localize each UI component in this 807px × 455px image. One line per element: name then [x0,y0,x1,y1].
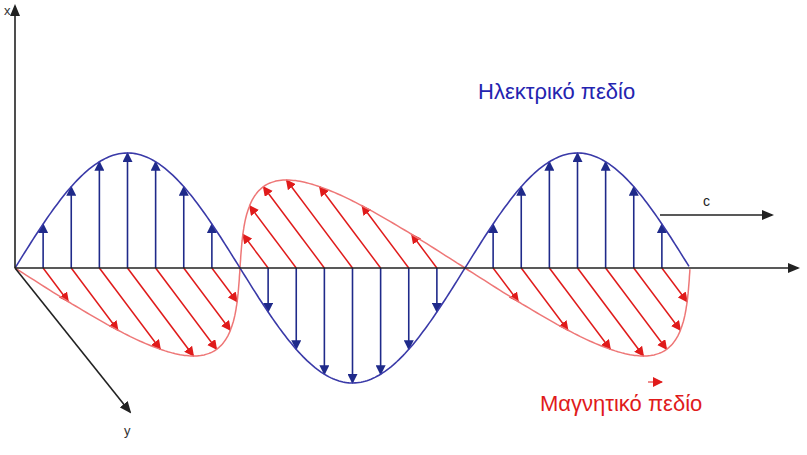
electric-vector [549,162,551,268]
magnetic-vector [128,268,194,356]
magnetic-vector [212,268,237,302]
x-axis [14,6,16,268]
electric-vector [155,162,157,268]
magnetic-vector [71,268,118,330]
magnetic-vector [578,268,644,356]
magnetic-vector [521,268,568,330]
magnetic-vector [287,180,353,268]
magnetic-vector [184,268,231,330]
velocity-arrow [660,214,772,216]
magnetic-vector [606,268,667,349]
electric-vector [99,162,101,268]
axis-label: y [124,424,131,438]
electric-vector [70,187,72,268]
magnetic-vector [250,206,297,268]
magnetic-vector [156,268,217,349]
field-label: Μαγνητικό πεδίο [540,392,702,416]
electric-vector [211,224,213,268]
electric-vector [324,268,326,374]
electric-vector [295,268,297,349]
electric-vector [520,187,522,268]
electric-vector [408,268,410,349]
electric-vector [492,224,494,268]
field-label: Ηλεκτρικό πεδίο [478,80,635,104]
propagation-axis [15,267,798,269]
magnetic-vector [243,234,268,268]
electric-vector [127,153,129,268]
magnetic-vector [412,234,437,268]
electric-vector [605,162,607,268]
magnetic-vector [263,187,324,268]
electric-vector [661,224,663,268]
vector-mark [648,382,662,383]
electric-vector [633,187,635,268]
axis-label: x [4,4,11,18]
magnetic-vector [493,268,518,302]
electric-vector [352,268,354,383]
speed-label: c [703,194,710,209]
electric-vector [267,268,269,312]
y-axis [15,268,130,412]
electric-vector [380,268,382,374]
magnetic-vector [662,268,687,302]
electric-vector [577,153,579,268]
magnetic-vector [43,268,68,302]
electric-vector [183,187,185,268]
magnetic-vector [634,268,681,330]
electric-vector [436,268,438,312]
magnetic-vector [362,206,409,268]
electric-vector [42,224,44,268]
